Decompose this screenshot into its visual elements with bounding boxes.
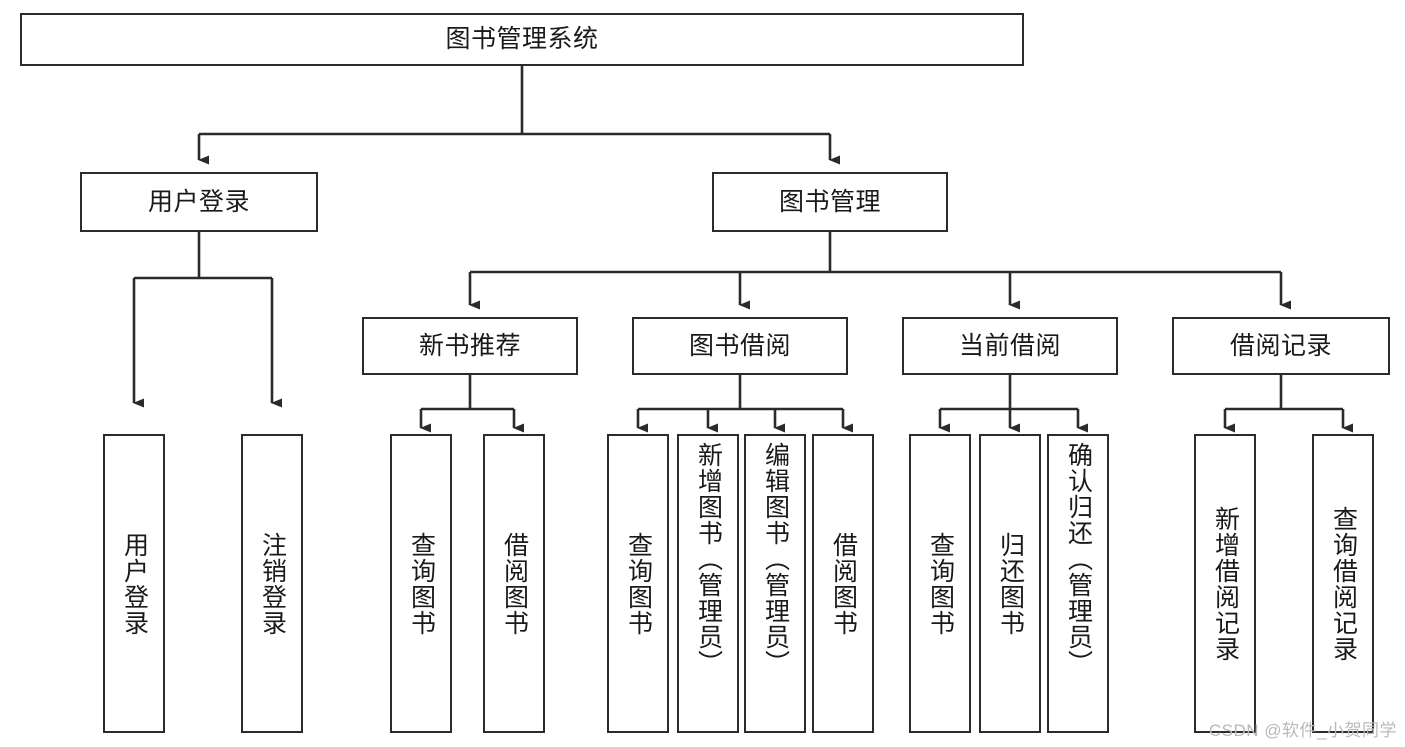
node-borrow-record-label: 借阅记录 [1229, 331, 1332, 360]
leaf-add-book[interactable]: 新增图书（管理员） [677, 434, 739, 733]
leaf-borrow-book-1-label: 借阅图书 [500, 531, 529, 636]
leaf-borrow-book-2-label: 借阅图书 [829, 531, 858, 636]
node-current-borrow-label: 当前借阅 [958, 331, 1061, 360]
leaf-add-record-label: 新增借阅记录 [1211, 505, 1240, 662]
leaf-edit-book[interactable]: 编辑图书（管理员） [744, 434, 806, 733]
leaf-return-book[interactable]: 归还图书 [979, 434, 1041, 733]
leaf-query-book-2-label: 查询图书 [624, 531, 653, 636]
leaf-user-login[interactable]: 用户登录 [103, 434, 165, 733]
leaf-user-logout-label: 注销登录 [258, 531, 287, 636]
leaf-confirm-return[interactable]: 确认归还（管理员） [1047, 434, 1109, 733]
node-user-login-label: 用户登录 [147, 187, 250, 216]
node-book-manage[interactable]: 图书管理 [712, 172, 948, 232]
node-root[interactable]: 图书管理系统 [20, 13, 1024, 66]
node-book-manage-label: 图书管理 [778, 187, 881, 216]
leaf-borrow-book-2[interactable]: 借阅图书 [812, 434, 874, 733]
node-user-login[interactable]: 用户登录 [80, 172, 318, 232]
leaf-edit-book-label: 编辑图书（管理员） [761, 442, 790, 676]
leaf-query-record[interactable]: 查询借阅记录 [1312, 434, 1374, 733]
node-root-label: 图书管理系统 [445, 25, 599, 53]
leaf-borrow-book-1[interactable]: 借阅图书 [483, 434, 545, 733]
leaf-query-book-1[interactable]: 查询图书 [390, 434, 452, 733]
node-borrow-record[interactable]: 借阅记录 [1172, 317, 1390, 375]
leaf-add-book-label: 新增图书（管理员） [694, 442, 723, 676]
leaf-confirm-return-label: 确认归还（管理员） [1064, 442, 1093, 676]
leaf-query-record-label: 查询借阅记录 [1329, 505, 1358, 662]
node-book-borrow[interactable]: 图书借阅 [632, 317, 848, 375]
leaf-user-login-label: 用户登录 [120, 531, 149, 636]
node-new-book-recommend[interactable]: 新书推荐 [362, 317, 578, 375]
node-book-borrow-label: 图书借阅 [688, 331, 791, 360]
leaf-return-book-label: 归还图书 [996, 531, 1025, 636]
node-new-book-recommend-label: 新书推荐 [418, 331, 521, 360]
leaf-query-book-2[interactable]: 查询图书 [607, 434, 669, 733]
leaf-query-book-3[interactable]: 查询图书 [909, 434, 971, 733]
leaf-query-book-1-label: 查询图书 [407, 531, 436, 636]
node-current-borrow[interactable]: 当前借阅 [902, 317, 1118, 375]
leaf-user-logout[interactable]: 注销登录 [241, 434, 303, 733]
leaf-query-book-3-label: 查询图书 [926, 531, 955, 636]
leaf-add-record[interactable]: 新增借阅记录 [1194, 434, 1256, 733]
